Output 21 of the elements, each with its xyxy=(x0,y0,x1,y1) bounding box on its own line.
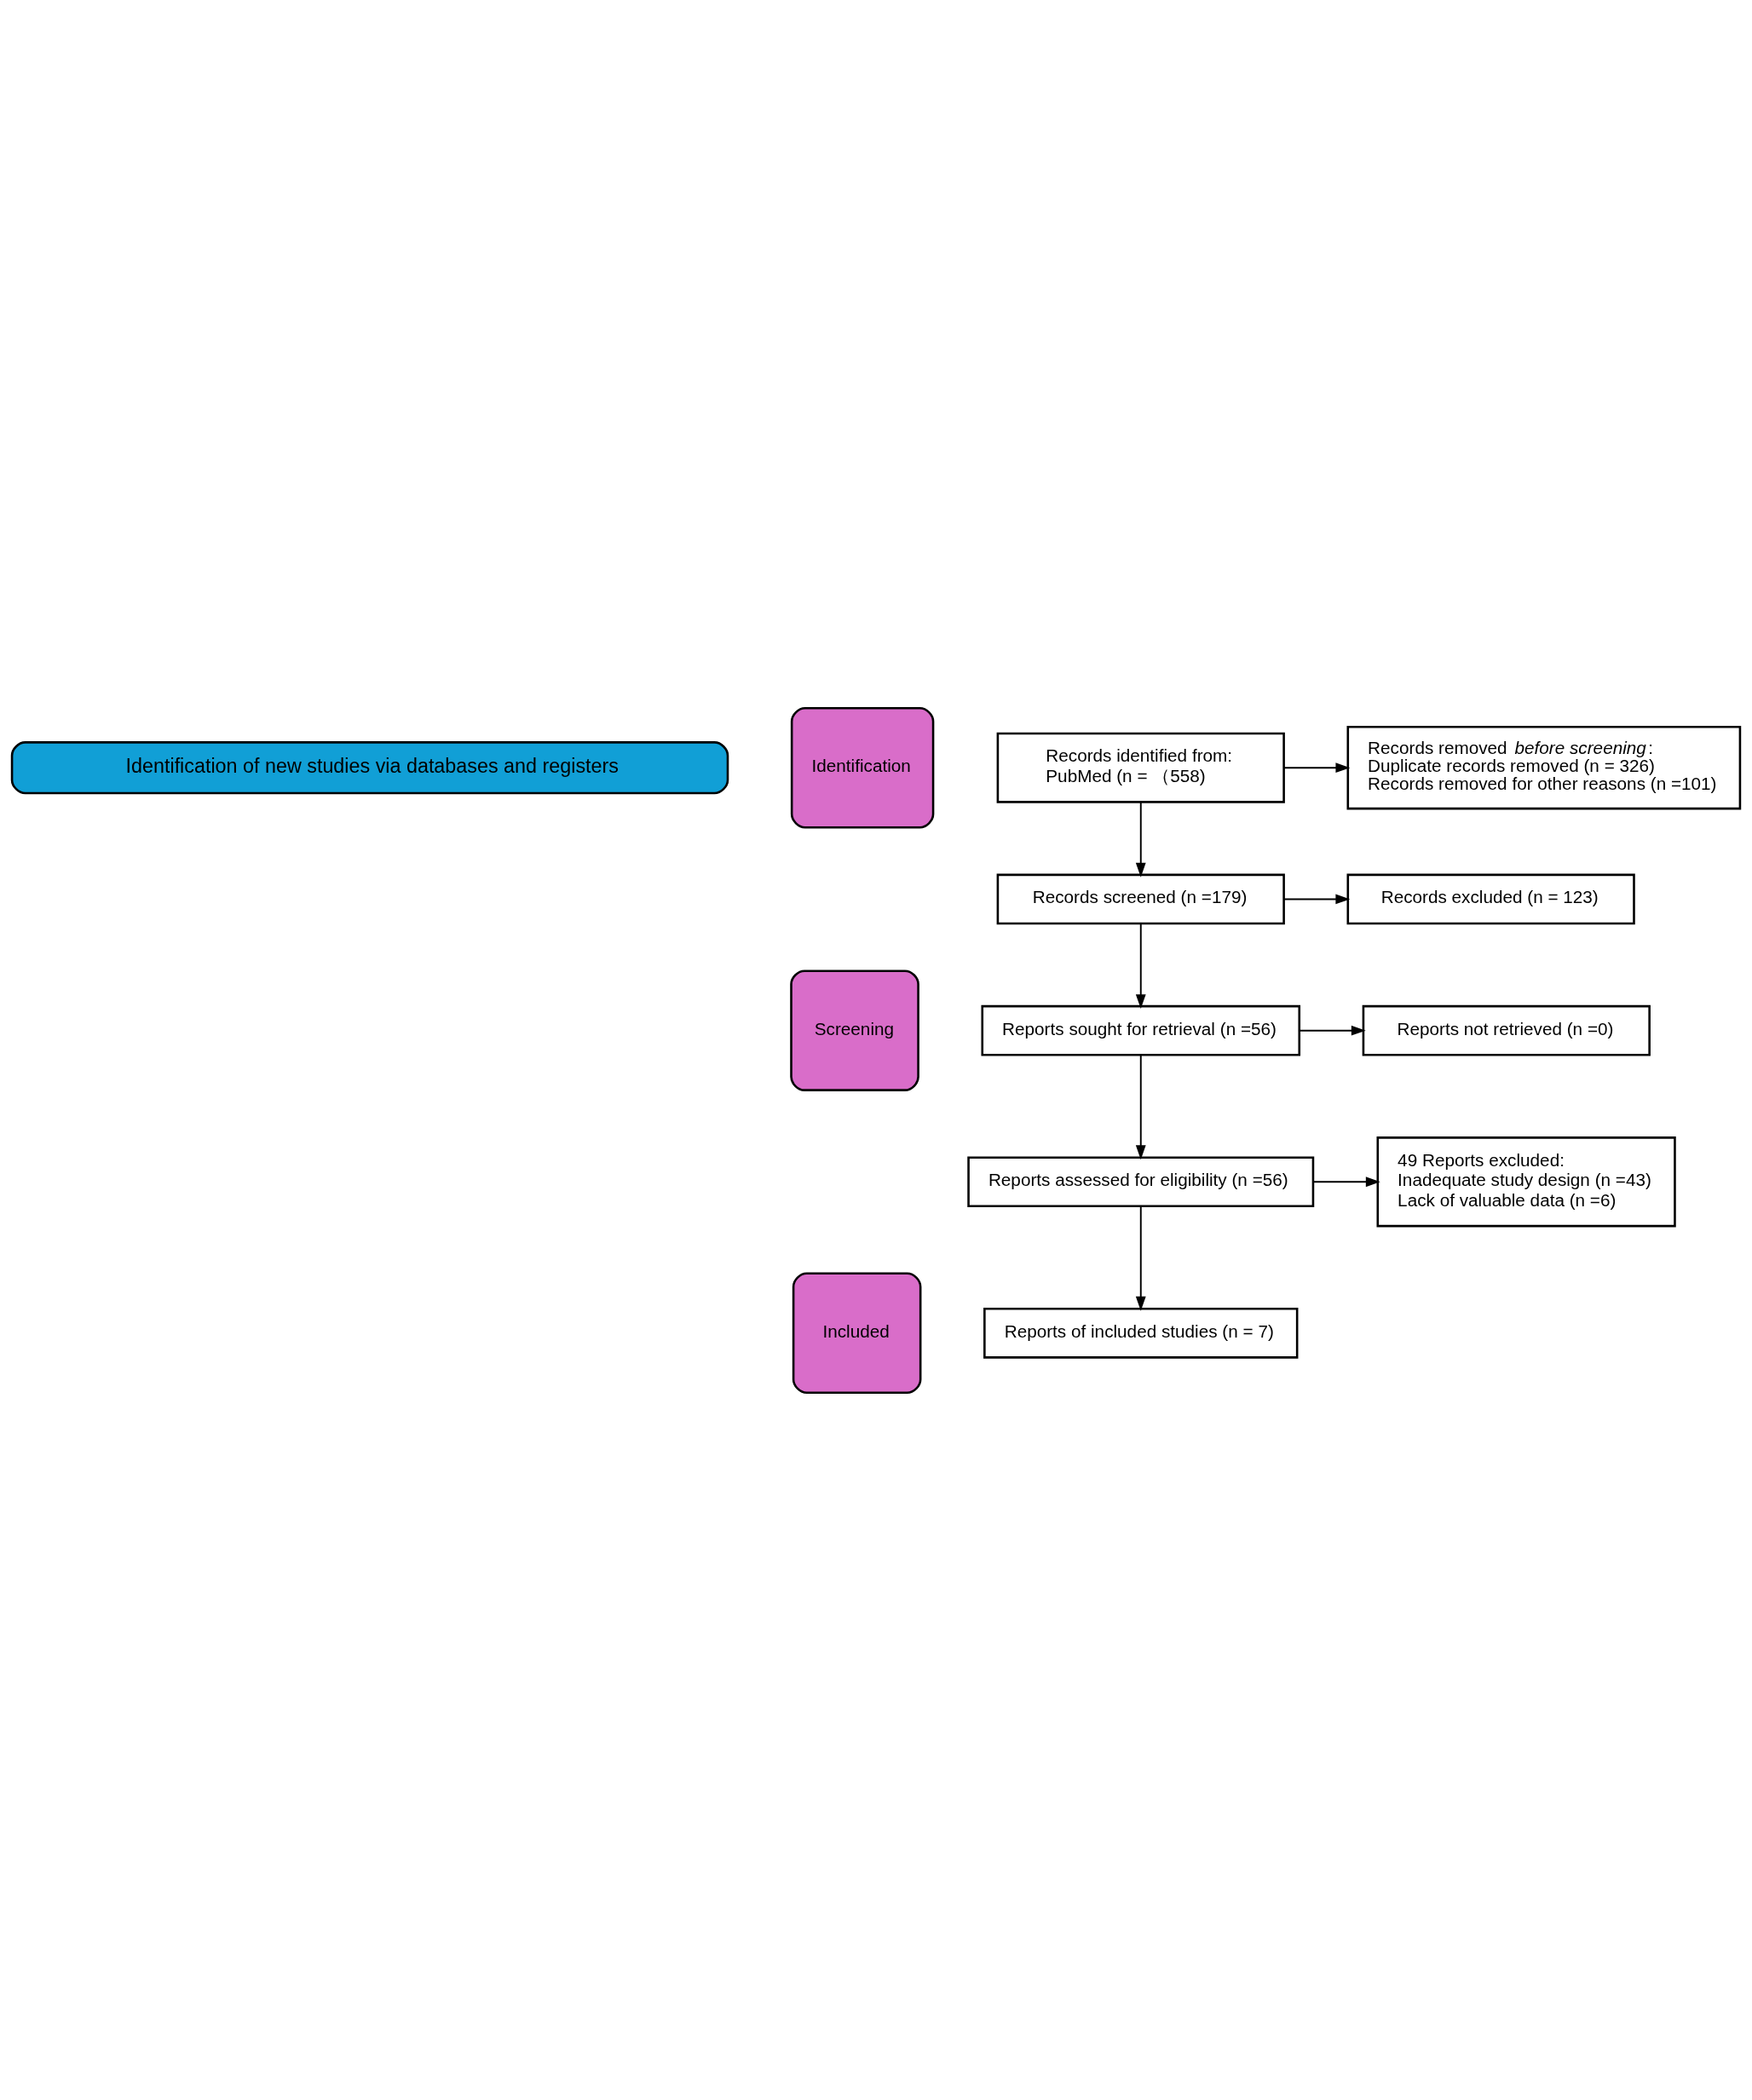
node-box: Reports sought for retrieval (n =56) xyxy=(981,1004,1301,1056)
arrow xyxy=(1135,1205,1146,1311)
arrow xyxy=(1282,894,1351,904)
arrow xyxy=(1282,762,1351,773)
arrow xyxy=(1135,1053,1146,1159)
node-box: Records removed before screening: Duplicate records removed (n = 326) Records removed for other reasons (n =101) xyxy=(1346,725,1742,809)
node-box: Records identified from: PubMed (n = （558) xyxy=(996,732,1285,803)
arrow xyxy=(1135,801,1146,877)
node-box: Reports assessed for eligibility (n =56) xyxy=(967,1155,1315,1207)
arrow xyxy=(1298,1025,1366,1036)
node-box: Reports not retrieved (n =0) xyxy=(1362,1004,1651,1056)
arrow xyxy=(1135,922,1146,1009)
arrow xyxy=(1312,1176,1380,1187)
node-box: Screening xyxy=(790,969,919,1091)
node-box: Included xyxy=(792,1272,922,1394)
node-box: 49 Reports excluded: Inadequate study design (n =43) Lack of valuable data (n =6) xyxy=(1376,1136,1676,1227)
node-box: Identification xyxy=(790,706,935,828)
node-box: Records excluded (n = 123) xyxy=(1346,873,1635,924)
node-box: Records screened (n =179) xyxy=(996,873,1285,924)
node-box: Identification of new studies via databases and registers xyxy=(10,740,729,794)
node-box: Reports of included studies (n = 7) xyxy=(983,1307,1299,1359)
